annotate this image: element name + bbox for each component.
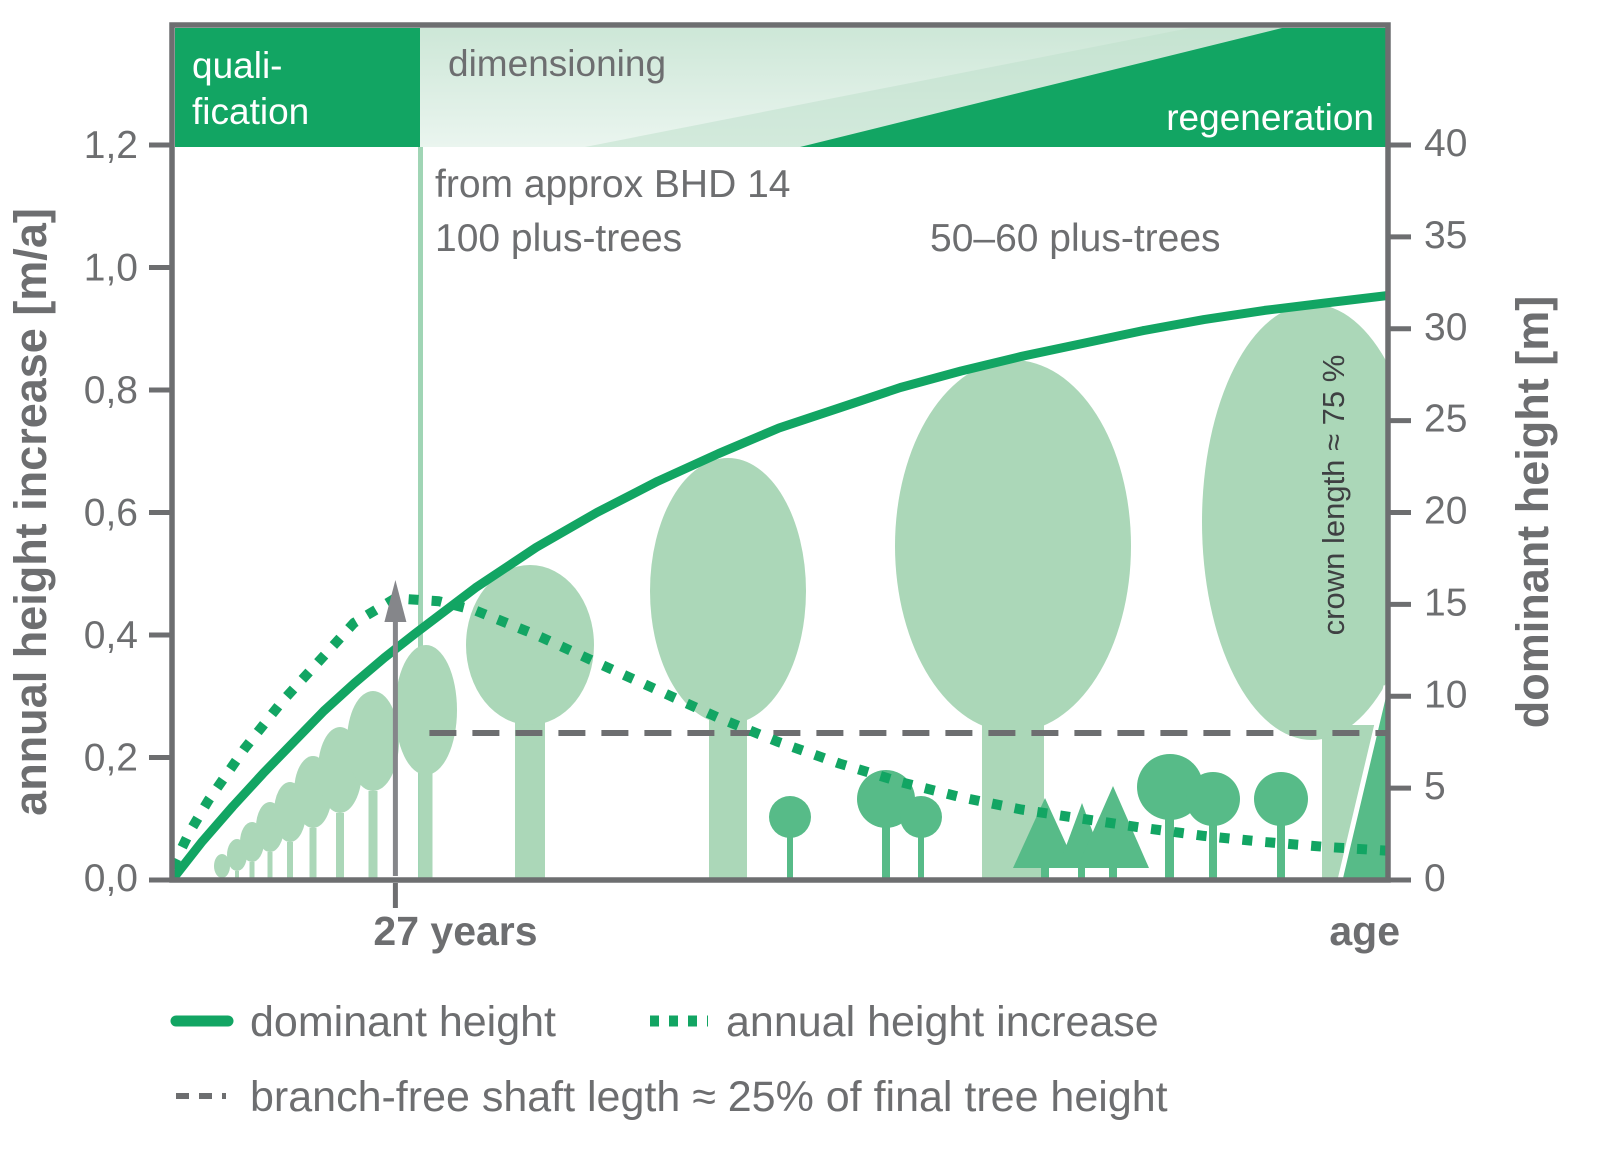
right-tick-3: 15: [1424, 581, 1467, 624]
sapling-stem: [235, 871, 239, 879]
sapling-stem: [368, 791, 378, 879]
left-tick-5: 1,0: [84, 247, 138, 290]
sapling-crown: [214, 854, 230, 878]
conifer-stem: [1109, 864, 1117, 879]
small-tree-stem: [882, 824, 890, 879]
tree-trunk: [419, 770, 433, 879]
small-tree-stem: [1277, 822, 1285, 879]
age-marker: 27 years: [373, 580, 538, 954]
qualification-label-line2: fication: [192, 91, 309, 132]
tree-crown-largest: [1202, 304, 1386, 740]
left-axis-ticks: [149, 142, 171, 883]
sapling-stem: [336, 813, 344, 879]
tree-trunk: [515, 715, 545, 879]
bhd-annotation-line1: from approx BHD 14: [435, 163, 790, 206]
legend-dominant-height-label: dominant height: [250, 998, 556, 1046]
qualification-band: [175, 28, 420, 147]
left-tick-0: 0,0: [84, 857, 138, 900]
small-tree-stem: [787, 834, 793, 879]
axes: 0,0 0,2 0,4 0,6 0,8 1,0 1,2 0 5 10 15 20…: [5, 22, 1558, 954]
right-axis-tick-labels: 0 5 10 15 20 25 30 35 40: [1424, 122, 1467, 900]
dimensioning-label: dimensioning: [448, 43, 666, 84]
right-tick-0: 0: [1424, 857, 1446, 900]
sapling-stem: [267, 852, 273, 879]
phase-band: quali- fication dimensioning regeneratio…: [175, 28, 1386, 147]
right-axis-ticks: [1389, 142, 1411, 883]
right-tick-4: 20: [1424, 490, 1467, 533]
right-tick-5: 25: [1424, 398, 1467, 441]
crown-length-annotation: crown length ≈ 75 %: [1316, 355, 1351, 636]
left-tick-6: 1,2: [84, 124, 138, 167]
plot-area: crown length ≈ 75 %: [174, 147, 1386, 879]
plot-border: [169, 22, 1391, 883]
right-tick-1: 5: [1424, 765, 1446, 808]
tree-crown: [466, 565, 594, 725]
left-tick-3: 0,6: [84, 492, 138, 535]
left-tick-4: 0,8: [84, 369, 138, 412]
small-tree-crown: [1186, 772, 1240, 826]
small-tree-crown: [900, 796, 942, 838]
legend: dominant height annual height increase b…: [170, 998, 1168, 1121]
legend-branch-free-label: branch-free shaft legth ≈ 25% of final t…: [250, 1073, 1168, 1121]
sapling-stem: [287, 842, 293, 879]
marker-label: 27 years: [373, 908, 537, 954]
plus-trees-right-annotation: 50–60 plus-trees: [930, 217, 1221, 260]
x-axis-end-label: age: [1329, 908, 1400, 954]
conifer-stem: [1078, 864, 1085, 879]
tree-crown: [895, 360, 1131, 732]
right-tick-7: 35: [1424, 214, 1467, 257]
sapling-stem: [309, 828, 317, 879]
right-tick-8: 40: [1424, 122, 1467, 165]
left-tick-1: 0,2: [84, 737, 138, 780]
small-tree-crown: [769, 796, 811, 838]
dominant-height-curve: [174, 291, 1386, 879]
small-tree-stem: [918, 834, 924, 879]
right-axis-title: dominant height [m]: [1507, 296, 1558, 728]
plot-annotations: from approx BHD 14 100 plus-trees 50–60 …: [435, 163, 1221, 260]
small-tree-stem: [1165, 816, 1174, 879]
right-tick-6: 30: [1424, 306, 1467, 349]
sapling-stem: [249, 862, 255, 879]
left-tick-2: 0,4: [84, 614, 138, 657]
plus-trees-illustration: [214, 304, 1386, 879]
regeneration-label: regeneration: [1166, 97, 1374, 138]
left-axis-title: annual height increase [m/a]: [5, 208, 56, 816]
regeneration-wedge: [800, 28, 1386, 147]
small-tree-stem: [1209, 822, 1217, 879]
conifer-stem: [1041, 864, 1049, 879]
marker-arrow-head-icon: [384, 580, 407, 622]
conifer-tree: [1013, 798, 1077, 868]
left-axis-tick-labels: 0,0 0,2 0,4 0,6 0,8 1,0 1,2: [84, 124, 138, 900]
tree-trunk: [709, 715, 747, 879]
qualification-label-line1: quali-: [192, 45, 283, 86]
bhd-annotation-line2: 100 plus-trees: [435, 217, 682, 260]
sapling-crown: [347, 691, 399, 791]
tree-crown: [650, 458, 806, 724]
small-tree-crown: [1254, 772, 1308, 826]
tree-crown-27y: [395, 645, 457, 775]
legend-annual-increase-label: annual height increase: [726, 998, 1159, 1046]
right-tick-2: 10: [1424, 673, 1467, 716]
large-conifer-tree: [1337, 685, 1386, 879]
